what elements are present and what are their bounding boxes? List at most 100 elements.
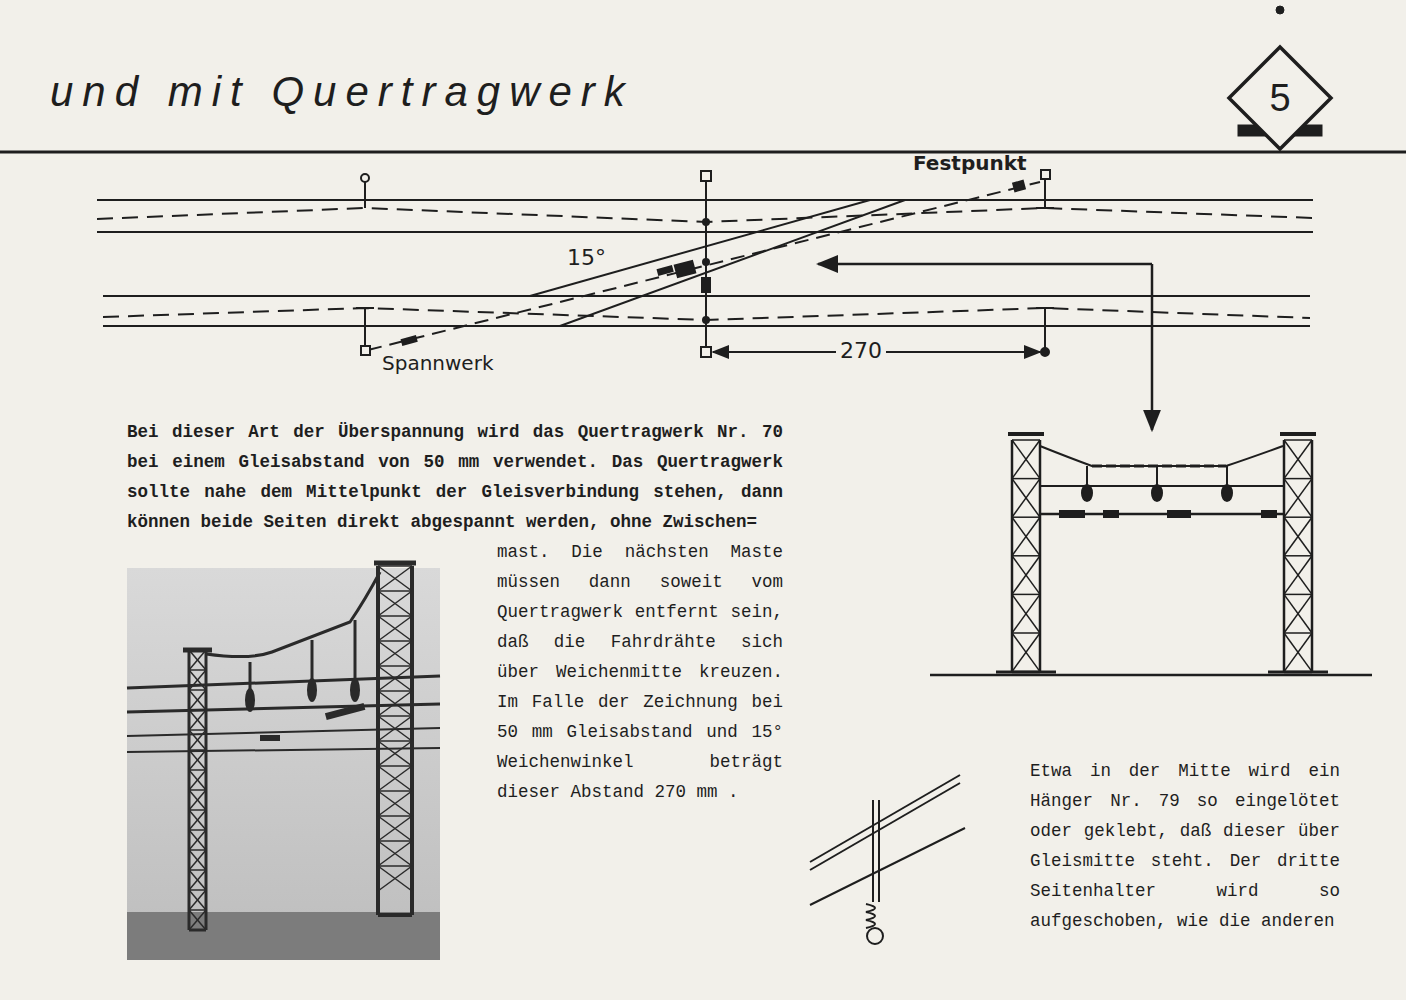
header-rule-part xyxy=(0,151,1406,154)
portal-structure-part xyxy=(1012,478,1040,480)
photo-part xyxy=(127,912,440,960)
sign-diamond: 5 xyxy=(1226,44,1334,152)
track-plan-part xyxy=(364,182,366,208)
photo-part-part xyxy=(189,870,206,890)
track-plan-part xyxy=(701,347,711,357)
photo-part-part xyxy=(189,770,206,790)
portal-structure-part xyxy=(1284,516,1312,518)
photo-part-part xyxy=(378,741,412,766)
track-plan-part xyxy=(703,219,709,225)
photo-part-part xyxy=(189,789,206,791)
photo-part-part xyxy=(378,790,412,792)
photo-part-part xyxy=(189,669,206,671)
dimension-label: 270 xyxy=(836,339,886,363)
track-plan-part xyxy=(675,261,695,277)
photo-part-part xyxy=(378,765,412,767)
track-plan-part xyxy=(1041,348,1049,356)
photo-part-part xyxy=(189,809,206,811)
track-plan-part xyxy=(368,182,1040,350)
track-plan-part xyxy=(402,336,417,344)
portal-structure-part xyxy=(1012,594,1040,633)
body-text: mast. Die nächsten Maste müssen dann sow… xyxy=(497,537,783,807)
photo-part-part xyxy=(189,929,206,932)
photo-part-part xyxy=(189,889,206,891)
photo-part-part xyxy=(189,790,206,810)
track-plan-part xyxy=(364,308,366,346)
portal-structure-part xyxy=(1284,633,1312,672)
hanger-detail xyxy=(810,775,965,944)
photo-part-part xyxy=(378,616,412,641)
portal-structure-part xyxy=(1012,439,1040,441)
tensioner-label: Spannwerk xyxy=(382,352,493,374)
photo-part-part xyxy=(378,740,412,742)
portal-structure-part xyxy=(1284,439,1312,441)
photo-part xyxy=(127,572,440,752)
photo-part-part xyxy=(307,678,317,702)
photo-part xyxy=(127,568,440,960)
portal-structure-part xyxy=(1012,632,1040,634)
portal-structure-part xyxy=(1012,517,1040,556)
photo-part-part xyxy=(378,591,412,616)
portal-structure-part xyxy=(1284,555,1312,557)
photo-part-part xyxy=(189,750,206,770)
track-plan-part xyxy=(1044,179,1046,208)
track-plan-part xyxy=(1013,181,1025,191)
photo-part-part xyxy=(374,561,416,566)
hanger-detail-part xyxy=(810,783,960,870)
photo-part-part xyxy=(378,865,412,867)
photo-part-part xyxy=(378,666,412,691)
portal-structure-part xyxy=(1152,485,1162,501)
photo-part-part xyxy=(189,690,206,710)
photo-part-part xyxy=(189,870,206,890)
hanger-detail-part xyxy=(866,904,875,928)
photo-part-part xyxy=(378,866,412,891)
sign-post-part xyxy=(1276,6,1284,14)
photo-part-part xyxy=(183,648,212,653)
photo-part-part xyxy=(378,866,412,891)
photo-part-part xyxy=(378,665,412,667)
photo-part-part xyxy=(189,670,206,690)
photo-part-part xyxy=(378,766,412,791)
photo-part-part xyxy=(378,715,412,717)
page-title: und mit Quertragwerk xyxy=(50,68,634,116)
track-plan-part xyxy=(361,174,369,182)
note-text: Etwa in der Mitte wird ein Hänger Nr. 79… xyxy=(1030,756,1340,936)
track-plan-part xyxy=(1041,170,1050,179)
track-plan-part xyxy=(701,171,711,181)
photo-part-part xyxy=(189,829,206,831)
photo-part-part xyxy=(378,766,412,791)
photo-part-part xyxy=(189,890,206,910)
photo-part-part xyxy=(378,791,412,816)
photo-part-part xyxy=(350,678,360,702)
photo-part-part xyxy=(189,769,206,771)
portal-structure-part xyxy=(1284,594,1312,633)
photo-part-part xyxy=(189,910,206,930)
portal-structure-part xyxy=(1284,633,1312,672)
photo-part-part xyxy=(189,810,206,830)
portal-structure-part xyxy=(1060,511,1084,517)
photo-part-part xyxy=(378,840,412,842)
photo-part-part xyxy=(245,688,255,712)
photo-part-part xyxy=(189,650,206,670)
photo-part-part xyxy=(189,910,206,930)
photo-part-part xyxy=(378,716,412,741)
portal-structure-part xyxy=(1284,594,1312,633)
photo-part-part xyxy=(189,850,206,870)
photo-part-part xyxy=(189,710,206,730)
photo-part xyxy=(245,678,365,741)
diamond-shape xyxy=(1229,47,1331,149)
portal-structure-part xyxy=(1012,517,1040,556)
photo-part-part xyxy=(189,749,206,751)
photo-part-part xyxy=(378,741,412,766)
portal-structure-part xyxy=(1284,479,1312,518)
photo-part-part xyxy=(378,815,412,817)
photo-part-part xyxy=(189,709,206,711)
track-plan-part xyxy=(703,259,709,265)
hanger-detail-part xyxy=(867,928,883,944)
sign-number: 5 xyxy=(1269,77,1290,120)
photo-part-part xyxy=(189,770,206,790)
track-plan-part xyxy=(818,263,1152,266)
hanger-detail-part xyxy=(810,828,965,905)
portal-structure-part xyxy=(1012,556,1040,595)
portal-structure-part xyxy=(1284,440,1312,479)
